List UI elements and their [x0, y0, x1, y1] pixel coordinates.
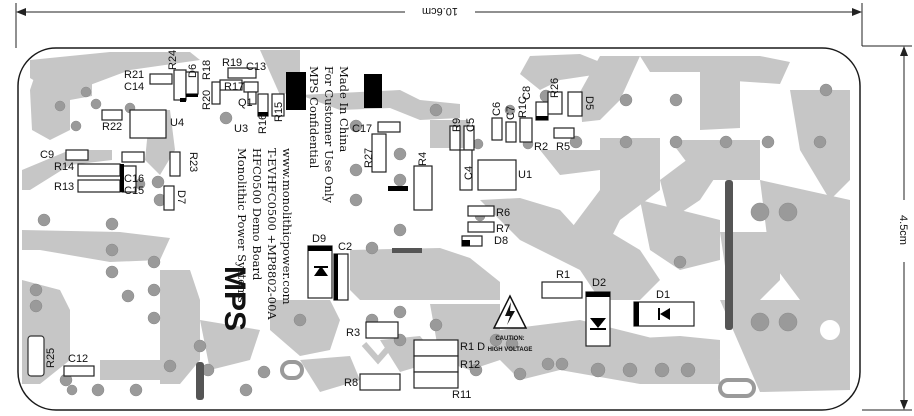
confidential-line-1: MPS Confidential [307, 66, 321, 169]
width-label: 10.6cm [422, 5, 458, 17]
label-c5: C5 [465, 118, 477, 132]
high-voltage-warning-icon [492, 294, 528, 329]
confidential-line-2: For Customer Use Only [322, 66, 336, 204]
label-u4: U4 [170, 117, 184, 129]
label-r10: R1C [517, 96, 529, 118]
label-c6: C6 [491, 102, 503, 116]
height-label: 4.5cm [897, 215, 909, 245]
label-r9: R9 [451, 118, 463, 132]
confidential-line-3: Made In China [337, 66, 351, 152]
height-dimension: 4.5cm [862, 45, 913, 411]
smd-footprints [63, 67, 695, 391]
label-r11: R11 [452, 389, 471, 401]
caution-line-2: HIGH VOLTAGE [488, 347, 533, 353]
label-r25: R25 [45, 348, 57, 368]
label-r19: R19 [222, 57, 242, 69]
label-r14: R14 [54, 161, 74, 173]
label-r2: R2 [534, 141, 548, 153]
label-d2: D2 [592, 277, 606, 289]
label-r21: R21 [124, 69, 144, 81]
caution-line-1: CAUTION: [495, 336, 524, 342]
label-c15: C15 [124, 185, 144, 197]
solid-pads [286, 72, 382, 110]
board-info-line-2: HFC0500 Demo Board [250, 148, 264, 281]
label-u3: U3 [234, 123, 248, 135]
label-c17: C17 [352, 123, 372, 135]
label-u1: U1 [518, 169, 532, 181]
board-info-line-4: www.monolithicpower.com [280, 148, 294, 305]
label-d8: D8 [494, 235, 508, 247]
label-r16: R16 [257, 114, 269, 134]
label-r23: R23 [187, 152, 199, 172]
label-d5: D5 [583, 96, 595, 110]
silkscreen-chevron [361, 342, 395, 365]
footprint-marks [120, 94, 670, 330]
width-dimension: 10.6cm [15, 3, 863, 48]
label-r1: R1 [556, 269, 570, 281]
board-info-line-1: Monolithic Power Systems [235, 148, 249, 303]
through-hole-pads [27, 83, 844, 398]
label-r17: R17 [224, 81, 244, 93]
label-c2: C2 [338, 241, 352, 253]
label-c12: C12 [68, 353, 88, 365]
label-r27: R27 [363, 148, 375, 168]
label-c8: C8 [521, 86, 533, 100]
label-r15: R15 [273, 102, 285, 122]
label-d1: D1 [656, 289, 670, 301]
label-r4: R4 [417, 152, 429, 166]
label-r24: R24 [167, 50, 179, 70]
label-r12: R12 [460, 359, 480, 371]
label-c4: C4 [463, 166, 475, 180]
label-r8: R8 [344, 377, 358, 389]
label-r5: R5 [556, 141, 570, 153]
label-r13: R13 [54, 181, 74, 193]
label-r20: R20 [201, 90, 213, 110]
mps-logo: MPS [218, 266, 251, 331]
label-d7: D7 [175, 190, 187, 204]
label-r18: R18 [201, 60, 213, 80]
board-info-line-3: T-EVHFC0500 +MP8802-00A [265, 148, 279, 320]
label-r6: R6 [496, 207, 510, 219]
label-r22: R22 [102, 121, 122, 133]
label-q1: Q1 [238, 97, 253, 109]
label-c16: C16 [124, 173, 144, 185]
label-r26: R26 [549, 78, 561, 98]
label-r7: R7 [496, 223, 510, 235]
designator-labels: R21 C14 R24 D6 R18 R19 C13 R17 R20 Q1 U3… [40, 50, 670, 401]
label-c13: C13 [246, 61, 266, 73]
label-c9: C9 [40, 149, 54, 161]
label-c14: C14 [124, 81, 144, 93]
label-d6: D6 [187, 64, 199, 78]
label-c7: C7 [505, 106, 517, 120]
label-d9: D9 [312, 233, 326, 245]
label-r10b: R1 D [460, 341, 485, 353]
label-r3: R3 [346, 327, 360, 339]
